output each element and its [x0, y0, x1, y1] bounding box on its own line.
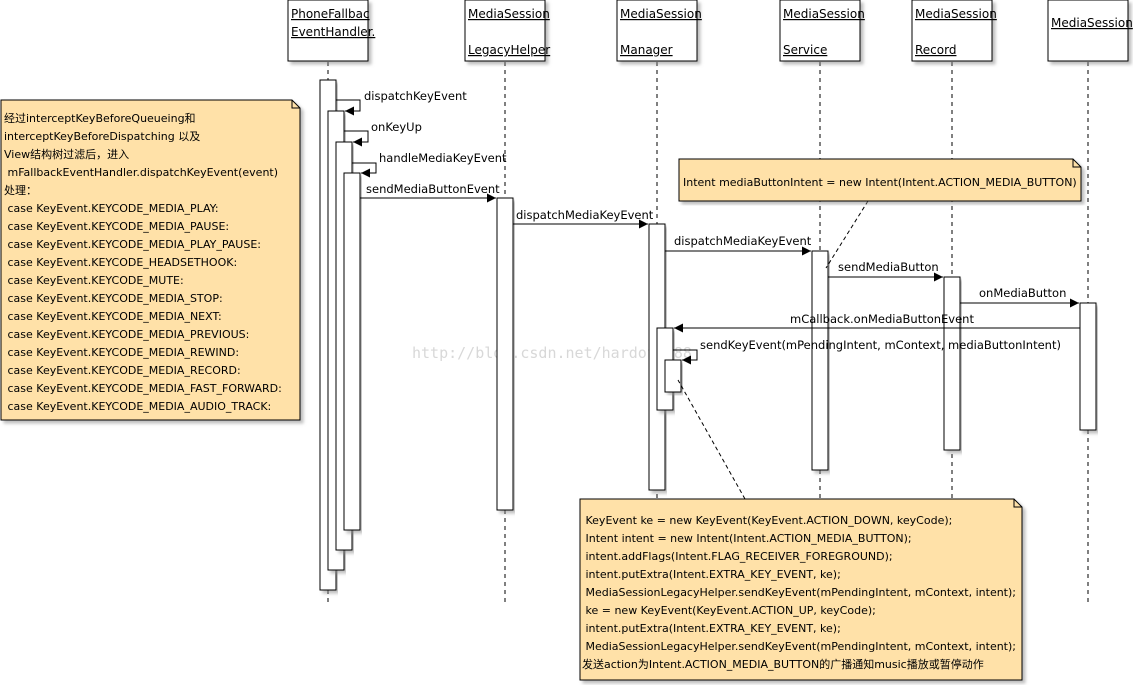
arrow-send-key-event-self [673, 349, 698, 365]
note-line: case KeyEvent.KEYCODE_MEDIA_NEXT: [4, 310, 222, 323]
lifeline-title-line: MediaSession [915, 7, 997, 21]
message-label: dispatchMediaKeyEvent [516, 208, 654, 222]
lifeline-title-line: Record [915, 43, 956, 57]
note-left [0, 99, 301, 421]
note-intent [678, 158, 1082, 202]
watermark: http://blog.csdn.net/hardofs188 [412, 344, 692, 362]
note-line: 处理： [4, 184, 37, 197]
note-bottom [579, 498, 1023, 681]
note-line: MediaSessionLegacyHelper.sendKeyEvent(mP… [582, 640, 1016, 653]
activation-bar[interactable] [496, 197, 514, 511]
note-connector [677, 379, 746, 500]
arrow-dispatch-key-event [336, 99, 361, 116]
activation-bar[interactable] [664, 359, 682, 393]
lifeline-media-session-legacy-helper[interactable]: MediaSession LegacyHelper [464, 0, 550, 62]
message-label: onMediaButton [979, 286, 1066, 300]
message-label: handleMediaKeyEvent [379, 151, 507, 165]
lifeline-media-session-service[interactable]: MediaSession Service [779, 0, 865, 62]
note-line: Intent intent = new Intent(Intent.ACTION… [582, 532, 912, 545]
lifeline-title-line: PhoneFallbac [291, 7, 370, 21]
activation-bar[interactable] [343, 172, 361, 531]
note-line: case KeyEvent.KEYCODE_MEDIA_REWIND: [4, 346, 239, 359]
arrow-on-key-up [344, 130, 369, 147]
note-line: intent.putExtra(Intent.EXTRA_KEY_EVENT, … [582, 622, 841, 635]
note-line: case KeyEvent.KEYCODE_MEDIA_PLAY: [4, 202, 219, 215]
activation-bar[interactable] [811, 250, 829, 471]
lifeline-media-session[interactable]: MediaSession [1047, 0, 1133, 62]
note-line: KeyEvent ke = new KeyEvent(KeyEvent.ACTI… [582, 514, 952, 527]
note-line: ke = new KeyEvent(KeyEvent.ACTION_UP, ke… [582, 604, 876, 617]
note-line: View结构树过滤后，进入 [4, 147, 129, 161]
note-left-text: 经过interceptKeyBeforeQueueing和 interceptKe… [4, 112, 282, 413]
note-bottom-text: KeyEvent ke = new KeyEvent(KeyEvent.ACTI… [582, 514, 1016, 671]
message-label: dispatchKeyEvent [364, 89, 467, 103]
message-label: onKeyUp [371, 120, 422, 134]
lifeline-title-line: MediaSession [620, 7, 702, 21]
note-line: 经过interceptKeyBeforeQueueing和 [4, 112, 196, 125]
note-connector [825, 200, 869, 269]
lifeline-media-session-record[interactable]: MediaSession Record [911, 0, 997, 62]
note-line: case KeyEvent.KEYCODE_MEDIA_PLAY_PAUSE: [4, 238, 261, 251]
lifeline-title-line: MediaSession [1051, 16, 1133, 30]
lifeline-title-line: MediaSession [783, 7, 865, 21]
lifeline-title-line: Manager [620, 43, 673, 57]
message-label: mCallback.onMediaButtonEvent [790, 312, 974, 326]
note-line: case KeyEvent.KEYCODE_MEDIA_STOP: [4, 292, 223, 305]
note-line: case KeyEvent.KEYCODE_MEDIA_PAUSE: [4, 220, 229, 233]
note-line: mFallbackEventHandler.dispatchKeyEvent(e… [4, 166, 278, 179]
message-label: sendKeyEvent(mPendingIntent, mContext, m… [700, 338, 1061, 352]
note-line: intent.putExtra(Intent.EXTRA_KEY_EVENT, … [582, 568, 841, 581]
note-line: case KeyEvent.KEYCODE_MUTE: [4, 274, 184, 287]
lifeline-media-session-manager[interactable]: MediaSession Manager [616, 0, 702, 62]
note-line: intent.addFlags(Intent.FLAG_RECEIVER_FOR… [582, 550, 893, 563]
note-intent-text: Intent mediaButtonIntent = new Intent(In… [683, 176, 1077, 189]
activation-bar[interactable] [943, 276, 961, 451]
activation-bar[interactable] [1079, 302, 1097, 431]
message-label: sendMediaButton [838, 260, 939, 274]
note-line: case KeyEvent.KEYCODE_MEDIA_RECORD: [4, 364, 241, 377]
lifeline-title-line: LegacyHelper [468, 43, 550, 57]
lifeline-phone-fallback-event-handler[interactable]: PhoneFallbac EventHandler. [287, 0, 375, 62]
lifeline-title-line: EventHandler. [291, 25, 375, 39]
lifeline-title-line: Service [783, 43, 827, 57]
message-label: sendMediaButtonEvent [366, 182, 500, 196]
note-line: 发送action为Intent.ACTION_MEDIA_BUTTON的广播通知… [582, 657, 984, 671]
arrow-handle-media-key-event [352, 162, 377, 178]
note-line: Intent mediaButtonIntent = new Intent(In… [683, 176, 1077, 189]
lifeline-title-line: MediaSession [468, 7, 550, 21]
note-line: case KeyEvent.KEYCODE_HEADSETHOOK: [4, 256, 237, 269]
note-line: case KeyEvent.KEYCODE_MEDIA_AUDIO_TRACK: [4, 400, 271, 413]
note-line: case KeyEvent.KEYCODE_MEDIA_PREVIOUS: [4, 328, 249, 341]
message-label: dispatchMediaKeyEvent [674, 234, 812, 248]
note-line: interceptKeyBeforeDispatching 以及 [4, 130, 200, 143]
note-line: case KeyEvent.KEYCODE_MEDIA_FAST_FORWARD… [4, 382, 282, 395]
note-line: MediaSessionLegacyHelper.sendKeyEvent(mP… [582, 586, 1016, 599]
